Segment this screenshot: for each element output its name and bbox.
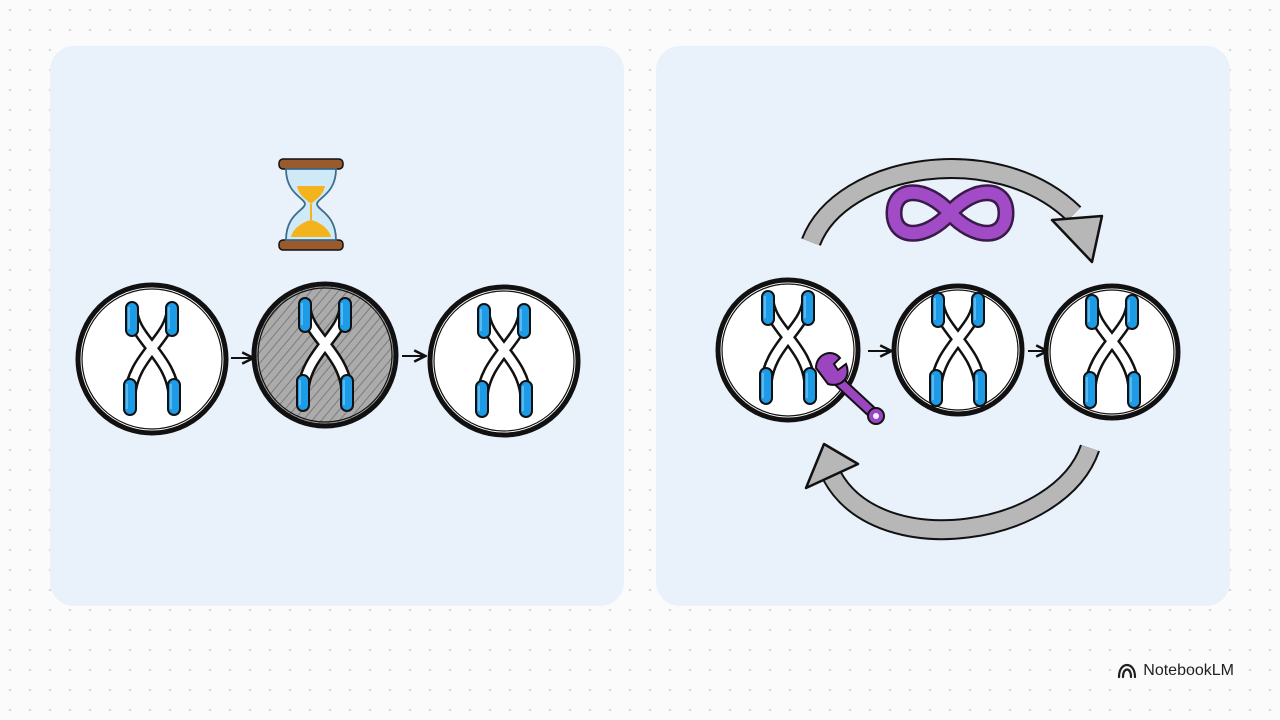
left-panel <box>50 46 624 606</box>
repaired-cell <box>715 277 861 423</box>
normal-cell <box>75 282 229 436</box>
left-diagram <box>75 158 581 438</box>
wrench-icon <box>814 352 885 425</box>
normal-cell <box>427 284 581 438</box>
brand-name: NotebookLM <box>1143 662 1234 679</box>
notebooklm-brand: NotebookLM <box>1117 662 1234 680</box>
hourglass-icon <box>278 158 344 251</box>
cycle-arrow-icon <box>801 158 1104 264</box>
cycle-arrow-icon <box>804 442 1100 541</box>
right-diagram <box>715 158 1181 541</box>
notebooklm-logo-icon <box>1118 663 1137 679</box>
normal-cell <box>891 283 1025 417</box>
senescent-cell <box>251 281 399 429</box>
normal-cell <box>1043 283 1181 421</box>
right-panel <box>656 46 1230 606</box>
